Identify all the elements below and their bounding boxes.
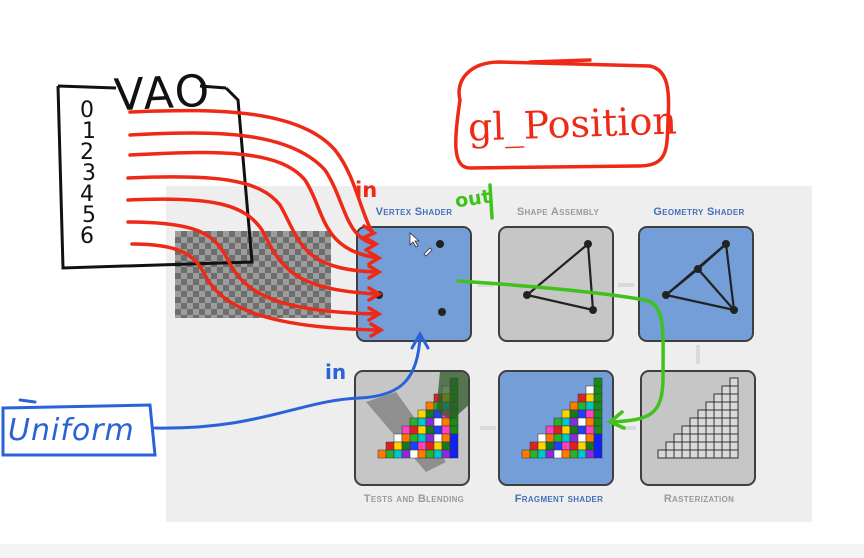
vertex-point (436, 240, 444, 248)
label-geometry-shader: Geometry Shader (653, 206, 745, 218)
label-rasterization: Rasterization (663, 493, 735, 505)
vao-index-6: 6 (80, 224, 94, 249)
pixel-cell (729, 449, 739, 459)
vao-box (56, 84, 254, 270)
vao-index-5: 5 (82, 203, 96, 228)
blend-overlay (436, 372, 468, 420)
red-arrow-1 (128, 131, 377, 246)
vertex-point (438, 308, 446, 316)
stage-fragment-shader (498, 370, 614, 486)
stage-geometry-shader (638, 226, 754, 342)
red-arrow-3 (126, 175, 380, 274)
vertex-data-checker-block (175, 231, 331, 318)
stage-tests-blending (354, 370, 470, 486)
assembled-triangle (524, 241, 595, 312)
red-arrow-0 (128, 108, 374, 234)
vao-index-4: 4 (80, 182, 94, 207)
red-arrow-6 (130, 242, 382, 332)
label-vertex-shader: Vertex Shader (375, 206, 453, 218)
stage-rasterization (640, 370, 756, 486)
green-path-to-fragment (456, 279, 665, 424)
uniform-box (1, 398, 157, 457)
uniform-label: Uniform (8, 413, 135, 448)
red-arrow-5 (126, 220, 380, 316)
position-box (453, 58, 671, 170)
pen-cursor-icon (423, 247, 433, 257)
red-arrow-4 (126, 197, 380, 296)
label-tests-blending: Tests and Blending (363, 493, 465, 505)
pixel-cell (449, 449, 459, 459)
vao-index-0: 0 (80, 98, 94, 123)
cursor-icon (409, 232, 421, 248)
in-label-top: in (355, 178, 378, 202)
vao-index-1: 1 (82, 119, 96, 144)
bottom-strip (0, 544, 864, 558)
pixel-cell (593, 449, 603, 459)
in-label-bottom: in (325, 360, 347, 384)
uniform-arrow (153, 334, 422, 430)
vao-index-2: 2 (80, 140, 94, 165)
label-fragment-shader: Fragment shader (514, 493, 604, 505)
label-shape-assembly: Shape Assembly (516, 206, 600, 218)
red-arrow-2 (128, 150, 380, 260)
vao-index-3: 3 (82, 161, 96, 186)
